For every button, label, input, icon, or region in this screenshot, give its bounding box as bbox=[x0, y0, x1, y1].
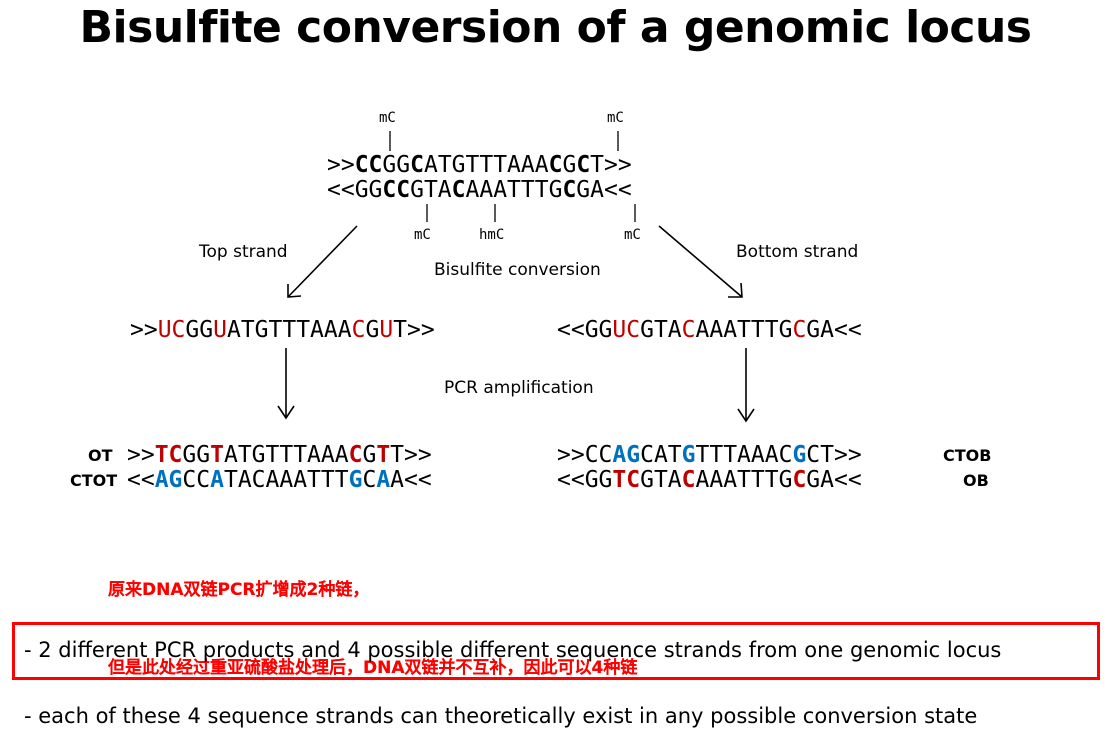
converted-bottom-strand: <<GGUCGTACAAATTTGCGA<< bbox=[557, 317, 862, 343]
bisulfite-conversion-label: Bisulfite conversion bbox=[434, 260, 601, 280]
sequence-segment: T bbox=[376, 442, 391, 468]
ob-label: OB bbox=[963, 471, 989, 490]
bottom-strand-label: Bottom strand bbox=[736, 242, 859, 262]
sequence-segment: <<GG bbox=[327, 177, 383, 203]
annotation-note-line-1: 原来DNA双链PCR扩增成2种链， bbox=[108, 580, 370, 600]
sequence-segment: CC bbox=[382, 177, 411, 203]
sequence-segment: TACAAATTT bbox=[223, 467, 349, 493]
sequence-segment: C bbox=[792, 317, 807, 343]
sequence-segment: G bbox=[792, 442, 807, 468]
arrow-top-strand bbox=[287, 225, 358, 298]
sequence-segment: T>> bbox=[590, 152, 632, 178]
pcr-right-bottom-strand: <<GGTCGTACAAATTTGCGA<< bbox=[557, 467, 862, 493]
annotation-note-line-2: 但是此处经过重亚硫酸盐处理后，DNA双链并不互补，因此可以4种链 bbox=[108, 658, 638, 678]
sequence-segment: GTA bbox=[410, 177, 452, 203]
sequence-segment: A bbox=[376, 467, 391, 493]
sequence-segment: UC bbox=[157, 317, 186, 343]
sequence-segment: T>> bbox=[390, 442, 432, 468]
sequence-segment: TC bbox=[612, 467, 641, 493]
pcr-amplification-label: PCR amplification bbox=[444, 378, 594, 398]
sequence-segment: << bbox=[127, 467, 155, 493]
sequence-segment: G bbox=[365, 317, 380, 343]
methyl-mark-top-2: mC bbox=[607, 110, 624, 126]
sequence-segment: CC bbox=[182, 467, 211, 493]
sequence-segment: U bbox=[379, 317, 394, 343]
sequence-segment: <<GG bbox=[557, 317, 613, 343]
sequence-segment: C bbox=[576, 152, 591, 178]
sequence-segment: >> bbox=[127, 442, 155, 468]
sequence-segment: C bbox=[548, 152, 563, 178]
sequence-segment: CC bbox=[354, 152, 383, 178]
ctob-label: CTOB bbox=[943, 446, 992, 465]
sequence-segment: C bbox=[562, 177, 577, 203]
sequence-segment: >> bbox=[130, 317, 158, 343]
sequence-segment: ATGTTTAAA bbox=[226, 317, 352, 343]
genomic-top-strand: >>CCGGCATGTTTAAACGCT>> bbox=[327, 152, 632, 178]
sequence-segment: G bbox=[362, 442, 377, 468]
methyl-mark-bottom-2: mC bbox=[624, 227, 641, 243]
sequence-segment: C bbox=[681, 317, 696, 343]
sequence-segment: <<GG bbox=[557, 467, 613, 493]
bullet-1: - 2 different PCR products and 4 possibl… bbox=[24, 638, 1002, 662]
sequence-segment: GTA bbox=[640, 467, 682, 493]
sequence-segment: CAT bbox=[640, 442, 682, 468]
highlight-box bbox=[12, 622, 1100, 680]
sequence-segment: A bbox=[210, 467, 224, 493]
hydroxymethyl-mark-bottom: hmC bbox=[479, 227, 505, 243]
sequence-segment: GG bbox=[382, 152, 411, 178]
page-title: Bisulfite conversion of a genomic locus bbox=[79, 2, 1032, 53]
pcr-left-top-strand: >>TCGGTATGTTTAAACGTT>> bbox=[127, 442, 432, 468]
converted-top-strand: >>UCGGUATGTTTAAACGUT>> bbox=[130, 317, 435, 343]
methyl-mark-bottom-1: mC bbox=[414, 227, 431, 243]
sequence-segment: ATGTTTAAA bbox=[223, 442, 349, 468]
sequence-segment: GA<< bbox=[576, 177, 632, 203]
sequence-segment: TC bbox=[154, 442, 183, 468]
sequence-segment: >>CC bbox=[557, 442, 613, 468]
sequence-segment: C bbox=[362, 467, 377, 493]
sequence-segment: C bbox=[348, 442, 363, 468]
sequence-segment: >> bbox=[327, 152, 355, 178]
pcr-right-top-strand: >>CCAGCATGTTTAAACGCT>> bbox=[557, 442, 862, 468]
bullet-2: - each of these 4 sequence strands can t… bbox=[24, 704, 978, 728]
sequence-segment: G bbox=[562, 152, 577, 178]
top-strand-label: Top strand bbox=[199, 242, 288, 262]
sequence-segment: G bbox=[681, 442, 696, 468]
sequence-segment: T>> bbox=[393, 317, 435, 343]
sequence-segment: G bbox=[348, 467, 363, 493]
sequence-segment: GTA bbox=[640, 317, 682, 343]
sequence-segment: UC bbox=[612, 317, 641, 343]
sequence-segment: CT>> bbox=[806, 442, 862, 468]
sequence-segment: A<< bbox=[390, 467, 432, 493]
sequence-segment: ATGTTTAAA bbox=[423, 152, 549, 178]
sequence-segment: C bbox=[681, 467, 696, 493]
sequence-segment: AAATTTG bbox=[695, 317, 793, 343]
genomic-bottom-strand: <<GGCCGTACAAATTTGCGA<< bbox=[327, 177, 632, 203]
sequence-segment: C bbox=[351, 317, 366, 343]
sequence-segment: AG bbox=[154, 467, 183, 493]
sequence-segment: GA<< bbox=[806, 467, 862, 493]
sequence-segment: T bbox=[210, 442, 224, 468]
sequence-segment: C bbox=[410, 152, 424, 178]
sequence-segment: GG bbox=[185, 317, 214, 343]
sequence-segment: AG bbox=[612, 442, 641, 468]
arrow-bottom-strand bbox=[658, 225, 743, 298]
methyl-mark-top-1: mC bbox=[379, 110, 396, 126]
pcr-left-bottom-strand: <<AGCCATACAAATTTGCAA<< bbox=[127, 467, 432, 493]
sequence-segment: AAATTTG bbox=[465, 177, 563, 203]
sequence-segment: GA<< bbox=[806, 317, 862, 343]
sequence-segment: C bbox=[792, 467, 807, 493]
sequence-segment: U bbox=[213, 317, 227, 343]
sequence-segment: TTTAAAC bbox=[695, 442, 793, 468]
arrow-pcr-left bbox=[277, 348, 295, 420]
arrow-pcr-right bbox=[737, 348, 755, 423]
sequence-segment: AAATTTG bbox=[695, 467, 793, 493]
annotation-note: 原来DNA双链PCR扩增成2种链， 但是此处经过重亚硫酸盐处理后，DNA双链并不… bbox=[108, 525, 637, 707]
ot-label: OT bbox=[88, 446, 113, 465]
ctot-label: CTOT bbox=[70, 471, 118, 490]
sequence-segment: C bbox=[451, 177, 466, 203]
sequence-segment: GG bbox=[182, 442, 211, 468]
